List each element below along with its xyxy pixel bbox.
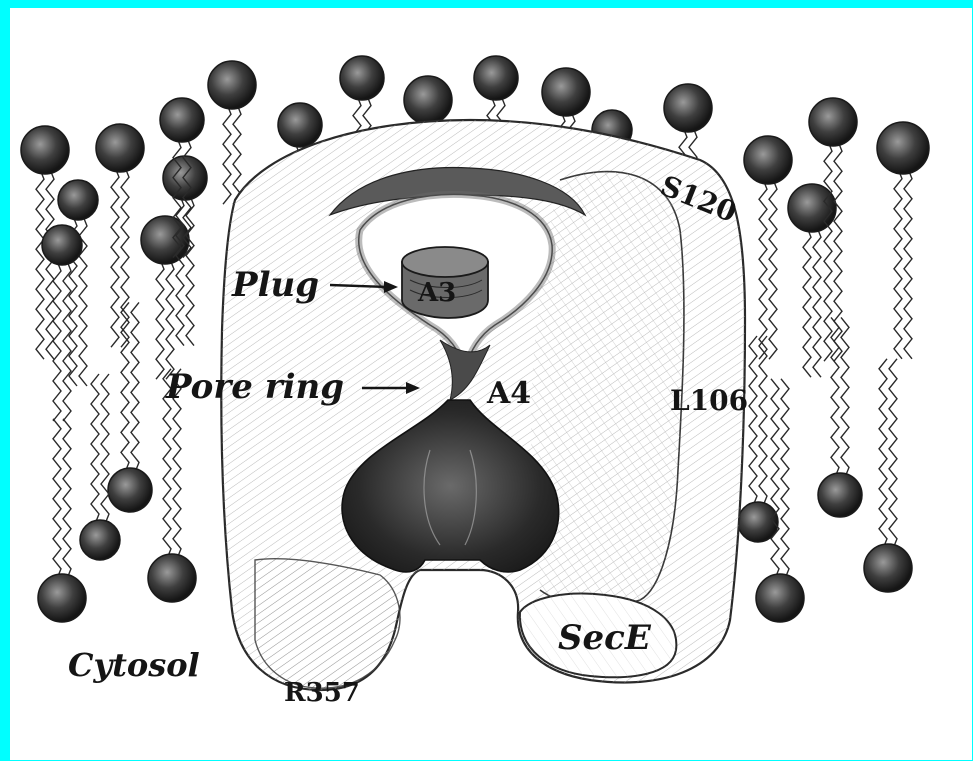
lipid-tail xyxy=(813,227,821,377)
lipid-head xyxy=(80,520,120,560)
lipid-tail xyxy=(749,336,757,506)
lipid-tail xyxy=(824,141,832,361)
lipid-head xyxy=(160,98,204,142)
lipid-tail xyxy=(889,359,897,549)
lipid-tail xyxy=(771,379,779,579)
lipid-head xyxy=(208,61,256,109)
lipid-head xyxy=(738,502,778,542)
lipid-head xyxy=(58,180,98,220)
lipid-head xyxy=(809,98,857,146)
lipid-tail xyxy=(894,169,902,359)
lipid-head xyxy=(664,84,712,132)
label-a3: A3 xyxy=(417,278,456,308)
lipid-tail xyxy=(131,302,139,472)
lipid-tail xyxy=(831,317,839,477)
lipid-tail xyxy=(53,419,61,579)
lipid-tail xyxy=(46,169,54,359)
lipid-head xyxy=(96,124,144,172)
lipid-tail xyxy=(53,261,61,421)
lipid-head xyxy=(42,225,82,265)
lipid-tail xyxy=(841,317,849,477)
label-cytosol: Cytosol xyxy=(68,646,200,684)
lipid-tail xyxy=(781,379,789,579)
label-a4: A4 xyxy=(486,376,531,411)
lipid-head xyxy=(163,156,207,200)
lipid-head xyxy=(864,544,912,592)
lipid-head xyxy=(404,76,452,124)
label-r357: R357 xyxy=(284,678,360,708)
lipid-head xyxy=(38,574,86,622)
label-l106: L106 xyxy=(670,384,748,417)
lipid-head xyxy=(108,468,152,512)
lipid-tail xyxy=(223,104,231,204)
lipid-tail xyxy=(166,259,174,379)
lipid-tail xyxy=(36,169,44,359)
label-sece: SecE xyxy=(558,618,652,658)
label-plug: Plug xyxy=(231,265,319,305)
lipid-tail xyxy=(63,261,71,421)
lipid-tail xyxy=(111,167,119,347)
lipid-tail xyxy=(769,179,777,359)
lipid-tail xyxy=(879,359,887,549)
lipid-tail xyxy=(63,419,71,579)
lipid-tail xyxy=(803,227,811,377)
r357-lobe xyxy=(255,559,400,689)
right-lobe-shading xyxy=(531,172,684,607)
lipid-head xyxy=(818,473,862,517)
lipid-head xyxy=(21,126,69,174)
lipid-tail xyxy=(233,104,241,204)
lipid-head xyxy=(756,574,804,622)
lipid-head xyxy=(148,554,196,602)
lipid-tail xyxy=(156,259,164,379)
lipid-head xyxy=(278,103,322,147)
lipid-head xyxy=(542,68,590,116)
lipid-head xyxy=(877,122,929,174)
label-pore-ring: Pore ring xyxy=(165,367,344,407)
lipid-head xyxy=(744,136,792,184)
lipid-tail xyxy=(759,336,767,506)
lipid-tail xyxy=(186,196,194,346)
lipid-head xyxy=(474,56,518,100)
lipid-tail xyxy=(91,374,99,524)
lipid-head xyxy=(340,56,384,100)
lipid-tail xyxy=(904,169,912,359)
lipid-tail xyxy=(759,179,767,359)
lipid-tail xyxy=(101,374,109,524)
